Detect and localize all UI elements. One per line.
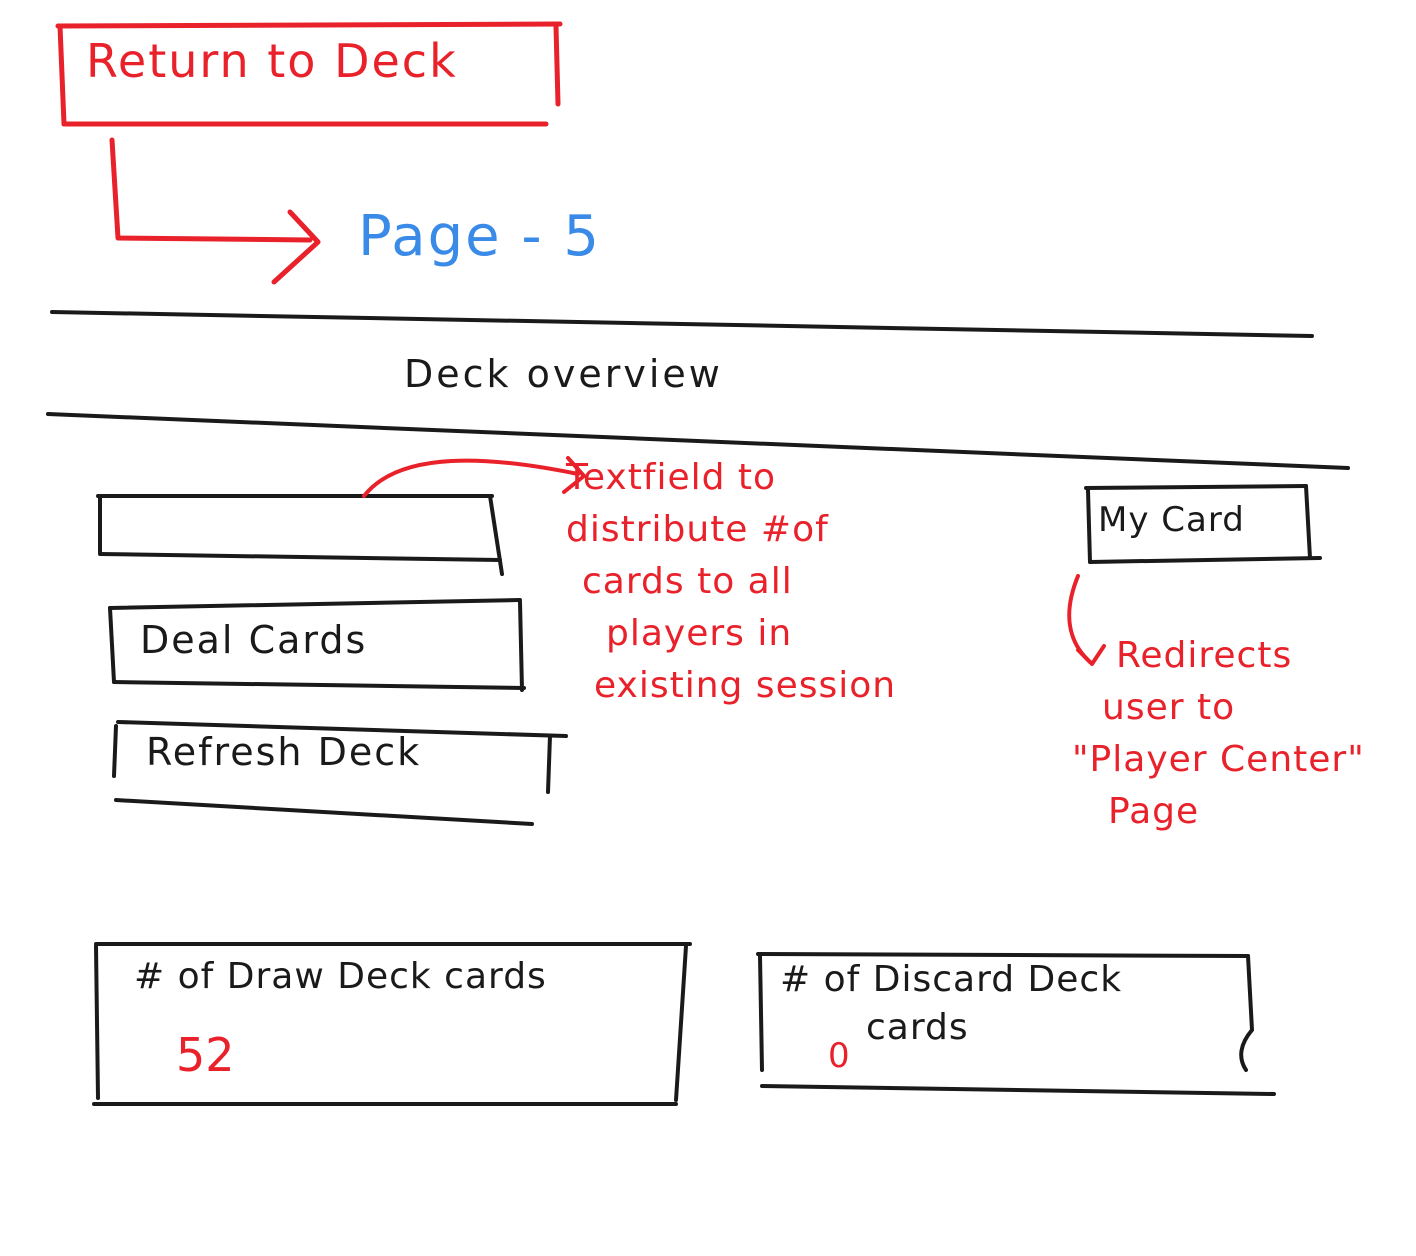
my-card-note-arrow	[1067, 574, 1106, 666]
textfield-annotation-line: distribute #of	[566, 509, 829, 550]
discard-deck-count-label: # of Discard Deck cards	[780, 956, 1122, 1052]
draw-deck-count-value: 52	[176, 1028, 235, 1082]
textfield-annotation-line: players in	[606, 613, 793, 654]
return-to-deck-label: Return to Deck	[86, 34, 458, 88]
my-card-annotation-line: Page	[1108, 791, 1200, 832]
page-title: Deck overview	[404, 352, 723, 396]
deal-cards-label: Deal Cards	[140, 618, 368, 662]
textfield-annotation-line: existing session	[594, 665, 897, 706]
textfield-annotation-line: Textfield to	[566, 457, 777, 498]
refresh-deck-label: Refresh Deck	[146, 730, 422, 774]
draw-deck-box-outline	[92, 942, 692, 1106]
my-card-annotation-line: Redirects	[1116, 635, 1293, 676]
discard-deck-count-value: 0	[828, 1036, 850, 1076]
deal-count-textfield[interactable]	[98, 496, 498, 562]
textfield-annotation: Textfield to distribute #of cards to all…	[566, 452, 896, 712]
section-dividers	[46, 310, 1350, 470]
return-to-deck-box-outline	[55, 21, 563, 127]
my-card-button-outline	[1084, 484, 1322, 564]
deal-cards-button-outline	[108, 598, 526, 692]
discard-label-line: # of Discard Deck	[780, 959, 1123, 1000]
my-card-annotation-line: "Player Center"	[1072, 739, 1365, 780]
page-reference-link[interactable]: Page - 5	[358, 204, 602, 269]
discard-label-line: cards	[866, 1007, 969, 1048]
my-card-annotation-line: user to	[1102, 687, 1236, 728]
draw-deck-count-label: # of Draw Deck cards	[134, 956, 547, 997]
page-link-arrow	[109, 137, 321, 285]
refresh-deck-button-outline	[112, 720, 568, 826]
textfield-note-arrow	[362, 456, 586, 498]
discard-deck-box-outline	[756, 952, 1276, 1096]
textfield-annotation-line: cards to all	[582, 561, 793, 602]
my-card-annotation: Redirects user to "Player Center" Page	[1072, 630, 1365, 838]
my-card-label: My Card	[1098, 500, 1245, 540]
